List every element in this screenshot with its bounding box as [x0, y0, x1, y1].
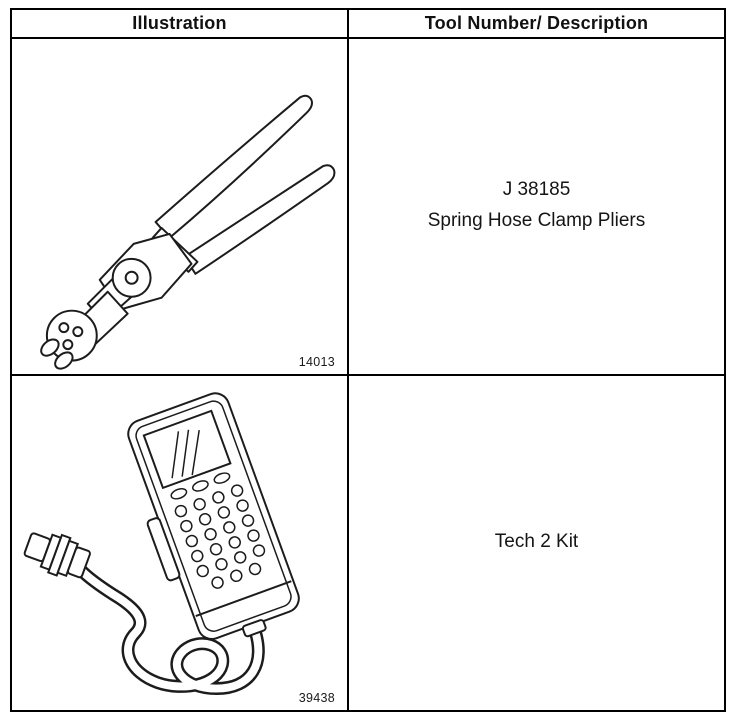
pliers-lower-handle — [183, 164, 336, 276]
figure-number: 14013 — [298, 354, 335, 369]
column-header-illustration: Illustration — [12, 10, 347, 37]
figure-number: 39438 — [298, 691, 335, 705]
pliers-upper-handle — [154, 94, 313, 240]
tech-2-scan-tool-illustration — [23, 392, 300, 695]
illustration-cell-pliers: 14013 — [12, 39, 347, 374]
spring-hose-clamp-pliers-illustration — [40, 94, 336, 370]
tech2-keypad — [174, 484, 266, 589]
tool-description: Spring Hose Clamp Pliers — [427, 210, 646, 232]
description-cell-tech2: Tech 2 Kit — [349, 375, 724, 710]
illustration-cell-tech2: 39438 — [12, 375, 347, 710]
tool-number: J 38185 — [502, 179, 571, 201]
tech2-cable — [75, 564, 265, 695]
tech2-screen — [142, 409, 232, 489]
tool-description: Tech 2 Kit — [494, 531, 579, 553]
tech2-body — [127, 392, 300, 640]
tech2-connector-plug — [23, 532, 91, 578]
description-cell-pliers: J 38185 Spring Hose Clamp Pliers — [349, 39, 724, 374]
column-header-illustration-label: Illustration — [132, 13, 227, 33]
column-header-tool-number-description-label: Tool Number/ Description — [424, 13, 649, 33]
column-header-tool-number-description: Tool Number/ Description — [349, 10, 724, 37]
special-tools-table: Illustration Tool Number/ Description — [10, 8, 726, 712]
